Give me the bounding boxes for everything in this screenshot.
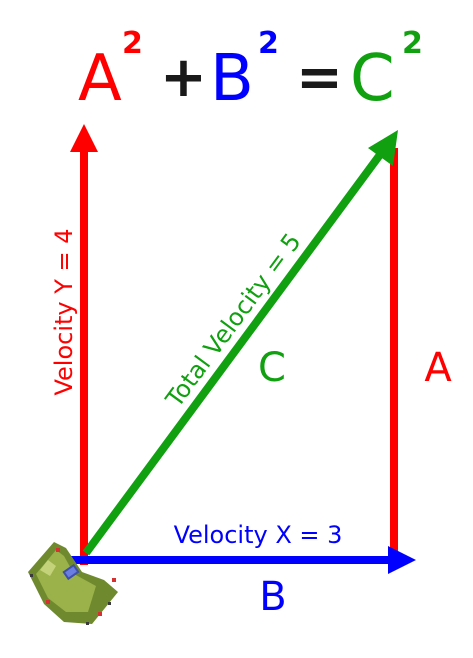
side-b-label: B xyxy=(259,574,286,620)
side-c-label: C xyxy=(258,345,286,391)
equation-c-exponent: 2 xyxy=(402,26,423,61)
equation-b-exponent: 2 xyxy=(258,26,279,61)
equation-a-exponent: 2 xyxy=(122,26,143,61)
velocity-y-label: Velocity Y = 4 xyxy=(50,228,78,395)
equation-equals: = xyxy=(296,45,343,110)
equation-plus: + xyxy=(160,45,207,110)
velocity-x-label: Velocity X = 3 xyxy=(174,521,343,549)
equation-b: B xyxy=(210,42,254,116)
velocity-y-arrow xyxy=(70,124,98,565)
equation-c: C xyxy=(350,42,395,116)
velocity-x-arrow xyxy=(70,546,416,574)
total-velocity-arrow xyxy=(82,130,398,556)
equation-a: A xyxy=(78,42,122,116)
side-a-label: A xyxy=(424,345,452,391)
equation: A 2 + B 2 = C 2 xyxy=(78,26,423,116)
tank-sprite-icon xyxy=(28,542,118,625)
